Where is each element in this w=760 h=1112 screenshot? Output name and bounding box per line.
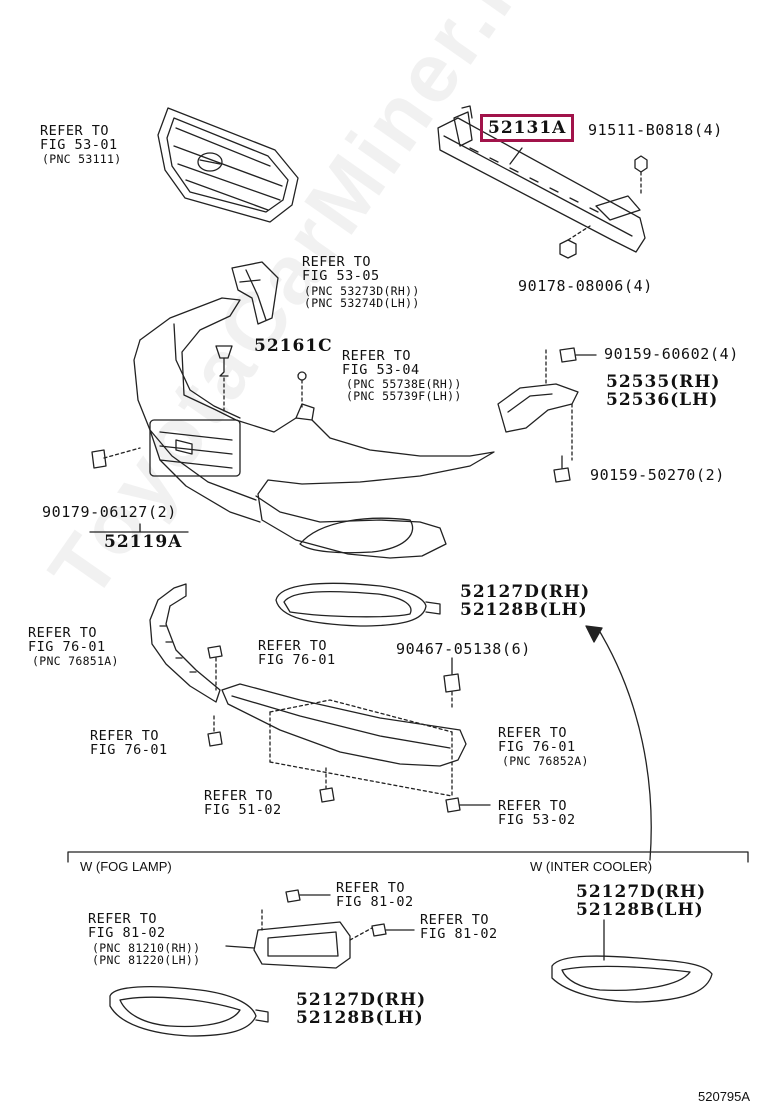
clip-90467[interactable]: [443, 657, 461, 711]
spoiler-ref-label: REFER TO FIG 76-01: [28, 625, 106, 655]
screw-spoiler-left[interactable]: [207, 715, 223, 747]
screw-90159-60602-label: 90159-60602(4): [604, 345, 739, 363]
radiator-grille[interactable]: [157, 107, 299, 223]
fog-screw2-ref-label: REFER TO FIG 81-02: [420, 912, 498, 942]
spoiler2-ref-label: REFER TO FIG 76-01: [498, 725, 576, 755]
fog-cover-upper-label: 52127D(RH) 52128B(LH): [460, 582, 591, 620]
fog-screw1-ref-label: REFER TO FIG 81-02: [336, 880, 414, 910]
bolt-91511-label: 91511-B0818(4): [588, 121, 723, 139]
bumper-reinforcement[interactable]: [437, 105, 646, 253]
screw-5102-ref-label: REFER TO FIG 51-02: [204, 788, 282, 818]
highlighted-part-52131a[interactable]: 52131A: [480, 114, 575, 142]
fog-screw-1[interactable]: [285, 889, 331, 903]
fog-cover-upper[interactable]: [275, 582, 441, 627]
emblem-pnc-label: (PNC 55738E(RH)) (PNC 55739F(LH)): [346, 377, 462, 403]
clip-90467-label: 90467-05138(6): [396, 640, 531, 658]
screw-5302-ref-label: REFER TO FIG 53-02: [498, 798, 576, 828]
emblem-ref-label: REFER TO FIG 53-04: [342, 348, 420, 378]
screw-53-02[interactable]: [445, 797, 491, 813]
variant-bracket: [67, 851, 749, 863]
grille-ref-label: REFER TO FIG 53-01: [40, 123, 118, 153]
section-fog-lamp: W (FOG LAMP): [80, 859, 172, 874]
screw-mid-ref-label: REFER TO FIG 76-01: [258, 638, 336, 668]
fog-lamp[interactable]: [225, 909, 373, 969]
bracket-pnc-label: (PNC 53273D(RH)) (PNC 53274D(LH)): [304, 284, 420, 310]
grille-pnc-label: (PNC 53111): [42, 152, 122, 166]
bracket-ref-label: REFER TO FIG 53-05: [302, 254, 380, 284]
side-mount-bracket[interactable]: [231, 261, 279, 325]
spoiler-pnc-label: (PNC 76851A): [32, 654, 119, 668]
leader-52131a: [509, 147, 523, 165]
screw-spoiler-mid[interactable]: [207, 645, 223, 691]
lower-spoiler-center[interactable]: [221, 683, 467, 797]
screw-90159-60602[interactable]: [559, 347, 597, 363]
side-retainer-bracket[interactable]: [497, 349, 579, 461]
screw-90159-50270-label: 90159-50270(2): [590, 466, 725, 484]
lower-spoiler-left[interactable]: [149, 583, 221, 703]
fog-lamp-pnc-label: (PNC 81210(RH)) (PNC 81220(LH)): [92, 941, 201, 967]
clip-90179-label: 90179-06127(2): [42, 503, 177, 521]
fog-lamp-ref-label: REFER TO FIG 81-02: [88, 911, 166, 941]
screw-51-02[interactable]: [319, 767, 335, 803]
nut-90178-label: 90178-08006(4): [518, 277, 653, 295]
intercooler-cover-label: 52127D(RH) 52128B(LH): [576, 882, 707, 920]
diagram-code: 520795A: [698, 1089, 751, 1104]
bumper-cover[interactable]: [133, 297, 495, 559]
intercooler-cover[interactable]: [551, 919, 713, 1003]
screw-90159-50270[interactable]: [553, 455, 571, 483]
clip-90179[interactable]: [91, 447, 141, 469]
nut-90178[interactable]: [559, 225, 591, 259]
fog-screw-2[interactable]: [371, 923, 415, 937]
fog-lamp-cover-label: 52127D(RH) 52128B(LH): [296, 990, 427, 1028]
emblem-screw[interactable]: [297, 371, 307, 411]
retainer-label: 52535(RH) 52536(LH): [606, 372, 721, 410]
fog-lamp-cover[interactable]: [109, 985, 269, 1037]
clip-52161c-label: 52161C: [254, 336, 333, 356]
clip-52161c[interactable]: [215, 345, 233, 413]
bolt-91511[interactable]: [634, 155, 648, 197]
assembly-arrow: [585, 625, 652, 861]
spoiler2-pnc-label: (PNC 76852A): [502, 754, 589, 768]
screw-left-ref-label: REFER TO FIG 76-01: [90, 728, 168, 758]
leader-52119a: [89, 523, 189, 533]
bumper-cover-label: 52119A: [104, 532, 183, 552]
section-inter-cooler: W (INTER COOLER): [530, 859, 653, 874]
